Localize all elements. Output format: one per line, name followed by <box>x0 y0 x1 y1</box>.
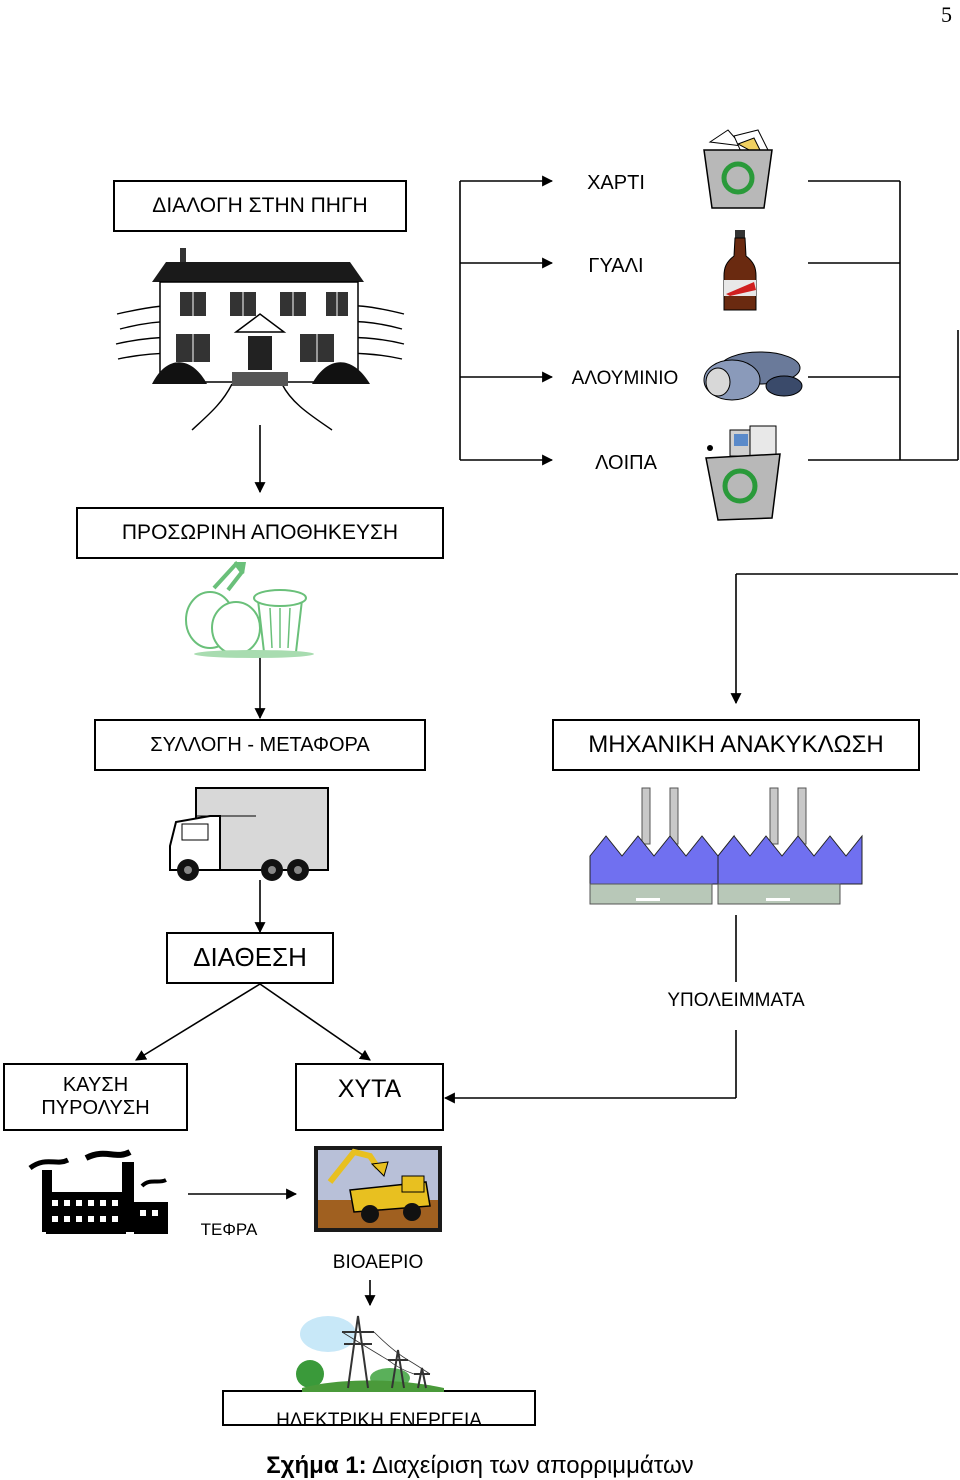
electric-energy-box: ΗΛΕΚΤΡΙΚΗ ΕΝΕΡΓΕΙΑ <box>222 1390 536 1426</box>
residues-label: ΥΠΟΛΕΙΜΜΑΤΑ <box>667 990 805 1011</box>
incineration-pyrolysis-box: ΚΑΥΣΗ ΠΥΡΟΛΥΣΗ <box>3 1063 188 1131</box>
power-pylons-illustration <box>296 1315 444 1392</box>
caption-prefix: Σχήμα 1: <box>266 1452 367 1479</box>
house-illustration <box>115 248 405 431</box>
mechanical-recycling-label: ΜΗΧΑΝΙΚΗ ΑΝΑΚΥΚΛΩΣΗ <box>588 731 884 759</box>
material-glass-label: ΓΥΑΛΙ <box>588 255 644 274</box>
caption-text: Διαχείριση των απορριμμάτων <box>366 1452 694 1479</box>
landfill-box: ΧΥΤΑ <box>295 1063 444 1131</box>
material-paper-label: ΧΑΡΤΙ <box>587 172 645 192</box>
biogas-label: ΒΙΟΑΕΡΙΟ <box>332 1252 424 1272</box>
landfill-dump-truck-illustration <box>314 1146 442 1232</box>
source-sorting-label: ΔΙΑΛΟΓΗ ΣΤΗΝ ΠΗΓΗ <box>152 193 368 217</box>
ash-label: ΤΕΦΡΑ <box>200 1220 258 1239</box>
disposal-label: ΔΙΑΘΕΣΗ <box>193 942 307 973</box>
incineration-label: ΚΑΥΣΗ <box>62 1074 129 1096</box>
temporary-storage-box: ΠΡΟΣΩΡΙΝΗ ΑΠΟΘΗΚΕΥΣΗ <box>76 507 444 559</box>
storage-bags-bin-illustration <box>185 560 314 658</box>
electronics-recycling-bin-icon <box>705 425 781 521</box>
recycling-factories-illustration <box>589 787 863 905</box>
disposal-box: ΔΙΑΘΕΣΗ <box>166 932 334 984</box>
page-number: 5 <box>941 2 952 27</box>
paper-recycling-bin-icon <box>703 129 773 209</box>
figure-caption: Σχήμα 1: Διαχείριση των απορριμμάτων <box>0 1452 960 1480</box>
glass-bottle-icon <box>723 230 757 311</box>
collection-transport-label: ΣΥΛΛΟΓΗ - ΜΕΤΑΦΟΡΑ <box>150 733 370 756</box>
incineration-plant-illustration <box>28 1149 168 1234</box>
source-sorting-box: ΔΙΑΛΟΓΗ ΣΤΗΝ ΠΗΓΗ <box>113 180 407 232</box>
electric-energy-label: ΗΛΕΚΤΡΙΚΗ ΕΝΕΡΓΕΙΑ <box>276 1410 482 1426</box>
temporary-storage-label: ΠΡΟΣΩΡΙΝΗ ΑΠΟΘΗΚΕΥΣΗ <box>121 520 399 544</box>
aluminium-cans-icon <box>703 351 803 401</box>
mechanical-recycling-box: ΜΗΧΑΝΙΚΗ ΑΝΑΚΥΚΛΩΣΗ <box>552 719 920 771</box>
collection-truck-illustration <box>169 787 329 881</box>
material-other-label: ΛΟΙΠΑ <box>595 452 657 470</box>
landfill-label: ΧΥΤΑ <box>337 1075 402 1103</box>
collection-transport-box: ΣΥΛΛΟΓΗ - ΜΕΤΑΦΟΡΑ <box>94 719 426 771</box>
material-aluminium-label: ΑΛΟΥΜΙΝΙΟ <box>571 368 679 389</box>
pyrolysis-label: ΠΥΡΟΛΥΣΗ <box>41 1097 150 1119</box>
